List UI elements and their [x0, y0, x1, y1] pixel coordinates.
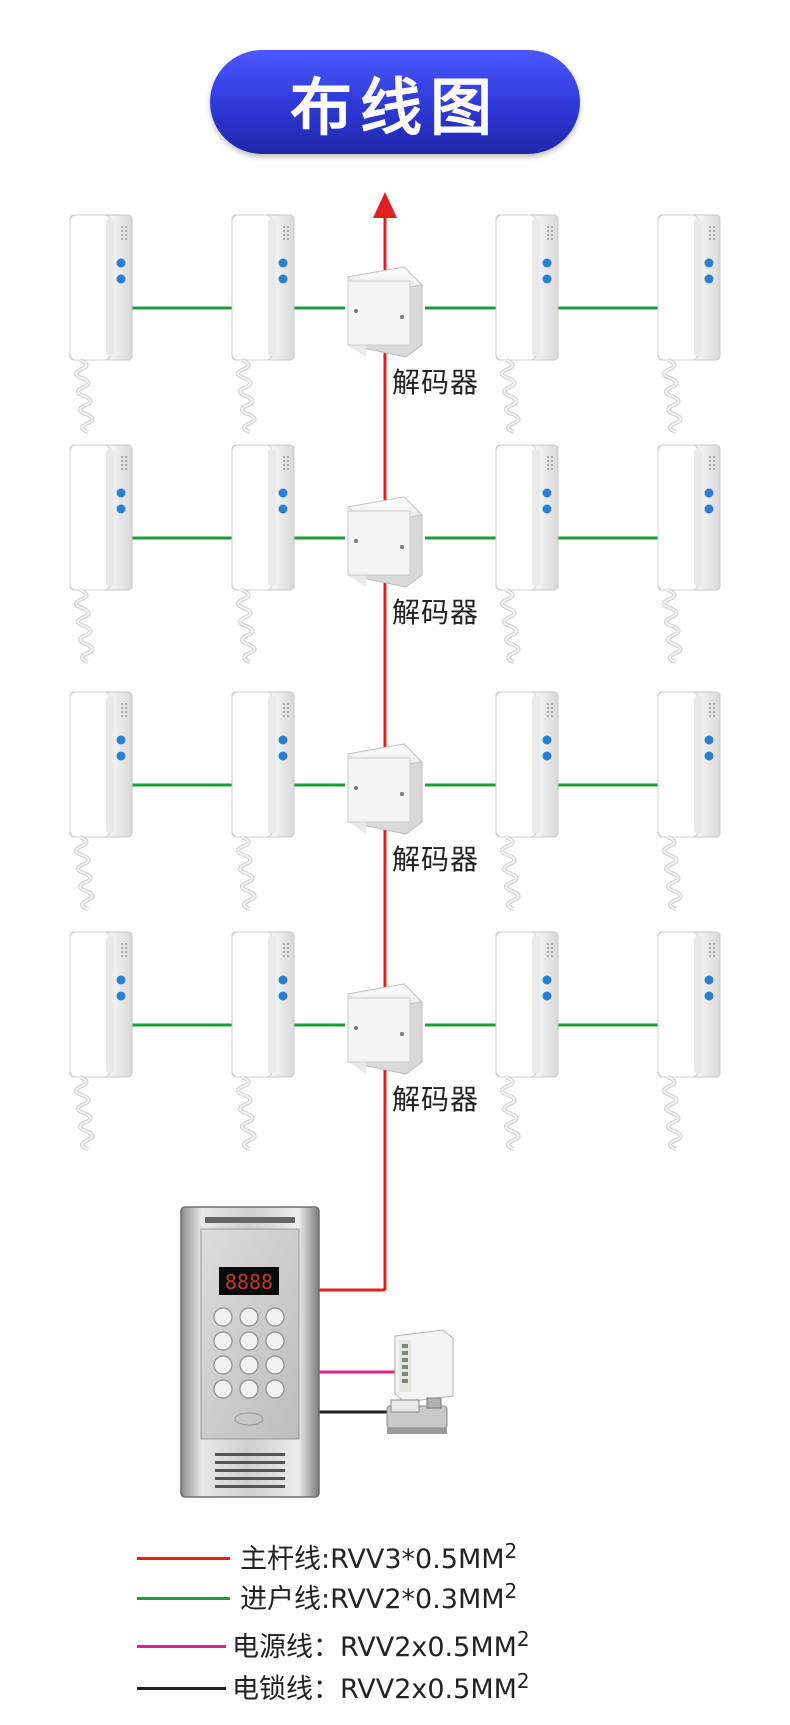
intercom-handset-icon	[657, 931, 721, 1151]
power-supply-icon	[394, 1329, 454, 1403]
title-banner: 布线图	[210, 50, 580, 154]
legend-superscript: 2	[504, 1579, 518, 1603]
decoder-label: 解码器	[392, 366, 480, 399]
legend-superscript: 2	[516, 1627, 530, 1651]
decoder-label: 解码器	[392, 843, 480, 876]
legend-item: 电源线：RVV2x0.5MM2	[0, 1625, 790, 1665]
legend-superscript: 2	[516, 1669, 530, 1693]
legend-text: 电锁线：RVV2x0.5MM2	[232, 1667, 530, 1706]
legend-line-swatch	[137, 1597, 230, 1600]
decoder-label: 解码器	[392, 1083, 480, 1116]
legend-spec: RVV3*0.5MM	[330, 1544, 505, 1575]
keypad-button	[213, 1379, 233, 1399]
keypad-button	[239, 1355, 259, 1375]
legend-line-swatch	[137, 1557, 230, 1560]
keypad-button	[265, 1355, 285, 1375]
electric-lock-icon	[386, 1397, 448, 1434]
decoder-box-icon	[346, 266, 424, 358]
legend-name: 主杆线	[240, 1544, 321, 1575]
legend-text: 电源线：RVV2x0.5MM2	[232, 1625, 530, 1664]
legend-text: 进户线:RVV2*0.3MM2	[240, 1577, 517, 1616]
intercom-handset-icon	[657, 691, 721, 911]
arrow-up-icon	[373, 192, 397, 218]
legend-line-swatch	[137, 1687, 226, 1690]
intercom-handset-icon	[231, 214, 295, 434]
decoder-box-icon	[346, 983, 424, 1075]
legend-name: 电锁线	[232, 1674, 313, 1705]
legend-separator: :	[321, 1544, 331, 1575]
intercom-handset-icon	[495, 931, 559, 1151]
intercom-handset-icon	[657, 214, 721, 434]
keypad-button	[213, 1331, 233, 1351]
intercom-handset-icon	[231, 691, 295, 911]
keypad-button	[239, 1331, 259, 1351]
keypad-button	[265, 1307, 285, 1327]
intercom-handset-icon	[69, 931, 133, 1151]
intercom-handset-icon	[231, 931, 295, 1151]
intercom-handset-icon	[657, 444, 721, 664]
devices-layer: 8888	[69, 214, 721, 1498]
legend-spec: RVV2x0.5MM	[340, 1632, 517, 1663]
intercom-handset-icon	[231, 444, 295, 664]
legend-spec: RVV2x0.5MM	[340, 1674, 517, 1705]
legend-item: 主杆线:RVV3*0.5MM2	[0, 1537, 790, 1577]
decoder-box-icon	[346, 496, 424, 588]
legend-item: 电锁线：RVV2x0.5MM2	[0, 1667, 790, 1707]
legend-separator: :	[321, 1584, 331, 1615]
legend-separator: ：	[313, 1674, 340, 1705]
intercom-handset-icon	[69, 444, 133, 664]
legend-separator: ：	[313, 1632, 340, 1663]
legend-name: 进户线	[240, 1584, 321, 1615]
keypad-button	[265, 1379, 285, 1399]
decoder-box-icon	[346, 743, 424, 835]
keypad-button	[239, 1379, 259, 1399]
legend-name: 电源线	[232, 1632, 313, 1663]
legend-spec: RVV2*0.3MM	[330, 1584, 505, 1615]
legend-item: 进户线:RVV2*0.3MM2	[0, 1577, 790, 1617]
intercom-handset-icon	[495, 691, 559, 911]
keypad-button	[213, 1355, 233, 1375]
panel-display: 8888	[225, 1270, 273, 1294]
legend-line-swatch	[137, 1645, 226, 1648]
intercom-handset-icon	[495, 444, 559, 664]
keypad-button	[213, 1307, 233, 1327]
page-title: 布线图	[289, 71, 500, 144]
intercom-handset-icon	[495, 214, 559, 434]
door-panel-icon: 8888	[180, 1206, 320, 1498]
keypad-button	[265, 1331, 285, 1351]
decoder-label: 解码器	[392, 596, 480, 629]
keypad-button	[239, 1307, 259, 1327]
legend-text: 主杆线:RVV3*0.5MM2	[240, 1537, 517, 1576]
intercom-handset-icon	[69, 691, 133, 911]
intercom-handset-icon	[69, 214, 133, 434]
legend-superscript: 2	[504, 1539, 518, 1563]
